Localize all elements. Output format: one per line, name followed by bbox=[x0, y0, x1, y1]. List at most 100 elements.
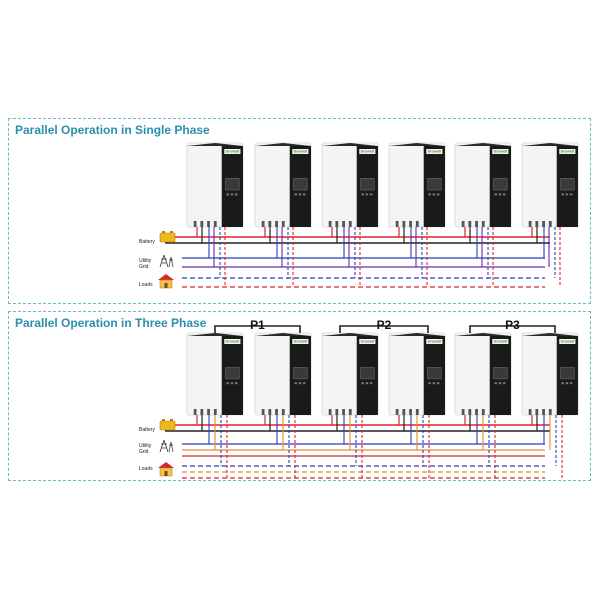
lcd-screen bbox=[225, 178, 240, 191]
phase-group-bracket bbox=[214, 325, 301, 333]
control-button bbox=[428, 382, 431, 385]
utility-label: Utility bbox=[139, 443, 152, 449]
control-button bbox=[561, 193, 564, 196]
terminal-connector bbox=[348, 409, 352, 415]
terminal-connector bbox=[409, 221, 412, 227]
control-button bbox=[369, 193, 373, 196]
battery-label: Battery bbox=[139, 427, 155, 433]
terminal-connector bbox=[409, 409, 412, 415]
lcd-screen bbox=[360, 367, 375, 380]
inverter-top-cap bbox=[522, 143, 578, 146]
control-button bbox=[502, 193, 506, 196]
phase-group-bracket bbox=[469, 325, 556, 333]
terminal-connector bbox=[261, 221, 265, 227]
terminal-connector bbox=[395, 409, 399, 415]
terminal-connector bbox=[535, 221, 539, 227]
battery-icon bbox=[159, 231, 176, 243]
inverter-unit: Growatt bbox=[521, 142, 579, 228]
terminal-connector bbox=[268, 221, 272, 227]
control-button bbox=[428, 193, 431, 196]
loads-label: Loads bbox=[139, 282, 153, 288]
phase-group-label: P1 bbox=[250, 318, 265, 332]
control-button bbox=[494, 382, 497, 385]
control-button bbox=[230, 193, 234, 196]
three-phase-panel: Parallel Operation in Three Phase bbox=[8, 311, 591, 481]
terminal-connector bbox=[528, 221, 532, 227]
control-button bbox=[498, 193, 502, 196]
control-button bbox=[365, 382, 369, 385]
terminal-connector bbox=[415, 409, 419, 415]
battery-terminal bbox=[162, 231, 165, 233]
inverter-logo-plate bbox=[492, 149, 509, 154]
battery-label: Battery bbox=[139, 239, 155, 245]
terminal-connector bbox=[200, 221, 204, 227]
terminal-connector bbox=[342, 221, 345, 227]
control-button bbox=[565, 382, 569, 385]
lcd-screen bbox=[560, 367, 575, 380]
terminal-connector bbox=[342, 409, 345, 415]
terminal-connector bbox=[261, 409, 265, 415]
inverter-logo-plate bbox=[426, 149, 443, 154]
control-button bbox=[294, 382, 297, 385]
terminal-connector bbox=[402, 221, 406, 227]
terminal-connector bbox=[348, 221, 352, 227]
inverter-top-cap bbox=[322, 143, 378, 146]
terminal-connector bbox=[268, 409, 272, 415]
house-loads-icon bbox=[158, 274, 174, 289]
inverter-top-cap bbox=[255, 143, 311, 146]
inverter-unit: Growatt bbox=[186, 142, 244, 228]
terminal-connector bbox=[281, 221, 285, 227]
inverter-unit: Growatt bbox=[454, 142, 512, 228]
house-door bbox=[164, 283, 168, 288]
terminal-connector bbox=[281, 409, 285, 415]
control-button bbox=[298, 382, 302, 385]
single-phase-title: Parallel Operation in Single Phase bbox=[15, 123, 210, 137]
control-button bbox=[561, 382, 564, 385]
tower-frame bbox=[168, 256, 174, 268]
battery-body bbox=[159, 420, 176, 431]
control-button bbox=[230, 382, 234, 385]
inverter-logo-plate bbox=[426, 339, 443, 344]
utility-grid-icon bbox=[159, 254, 174, 268]
terminal-connector bbox=[328, 221, 332, 227]
brand-label: Growatt bbox=[561, 340, 575, 344]
brand-label: Growatt bbox=[428, 150, 442, 154]
inverter-logo-plate bbox=[559, 149, 576, 154]
inverter-unit: Growatt bbox=[388, 142, 446, 228]
lcd-screen bbox=[493, 367, 508, 380]
terminal-connector bbox=[207, 409, 210, 415]
terminal-connector bbox=[542, 221, 545, 227]
control-button bbox=[498, 382, 502, 385]
terminal-connector bbox=[207, 221, 210, 227]
control-button bbox=[565, 193, 569, 196]
terminal-connector bbox=[213, 221, 217, 227]
terminal-connector bbox=[275, 409, 278, 415]
control-button bbox=[361, 193, 364, 196]
lcd-screen bbox=[493, 178, 508, 191]
battery-terminal bbox=[170, 231, 173, 233]
inverter-logo-plate bbox=[559, 339, 576, 344]
inverter-logo-plate bbox=[292, 339, 309, 344]
lcd-screen bbox=[560, 178, 575, 191]
inverter-top-cap bbox=[187, 333, 243, 336]
control-button bbox=[294, 193, 297, 196]
inverter-unit: Growatt bbox=[454, 332, 512, 416]
phase-group-bracket bbox=[339, 325, 429, 333]
brand-label: Growatt bbox=[361, 150, 375, 154]
inverter-top-cap bbox=[187, 143, 243, 146]
control-button bbox=[298, 193, 302, 196]
inverter-unit: Growatt bbox=[321, 332, 379, 416]
inverter-top-cap bbox=[522, 333, 578, 336]
control-button bbox=[569, 382, 573, 385]
house-loads-icon bbox=[158, 462, 174, 477]
tower-frame bbox=[159, 439, 169, 453]
house-door bbox=[164, 471, 168, 476]
battery-icon bbox=[159, 419, 176, 431]
terminal-connector bbox=[468, 221, 472, 227]
inverter-logo-plate bbox=[224, 339, 241, 344]
phase-group-label: P2 bbox=[377, 318, 392, 332]
brand-label: Growatt bbox=[226, 340, 240, 344]
brand-label: Growatt bbox=[361, 340, 375, 344]
terminal-connector bbox=[535, 409, 539, 415]
control-button bbox=[226, 193, 229, 196]
